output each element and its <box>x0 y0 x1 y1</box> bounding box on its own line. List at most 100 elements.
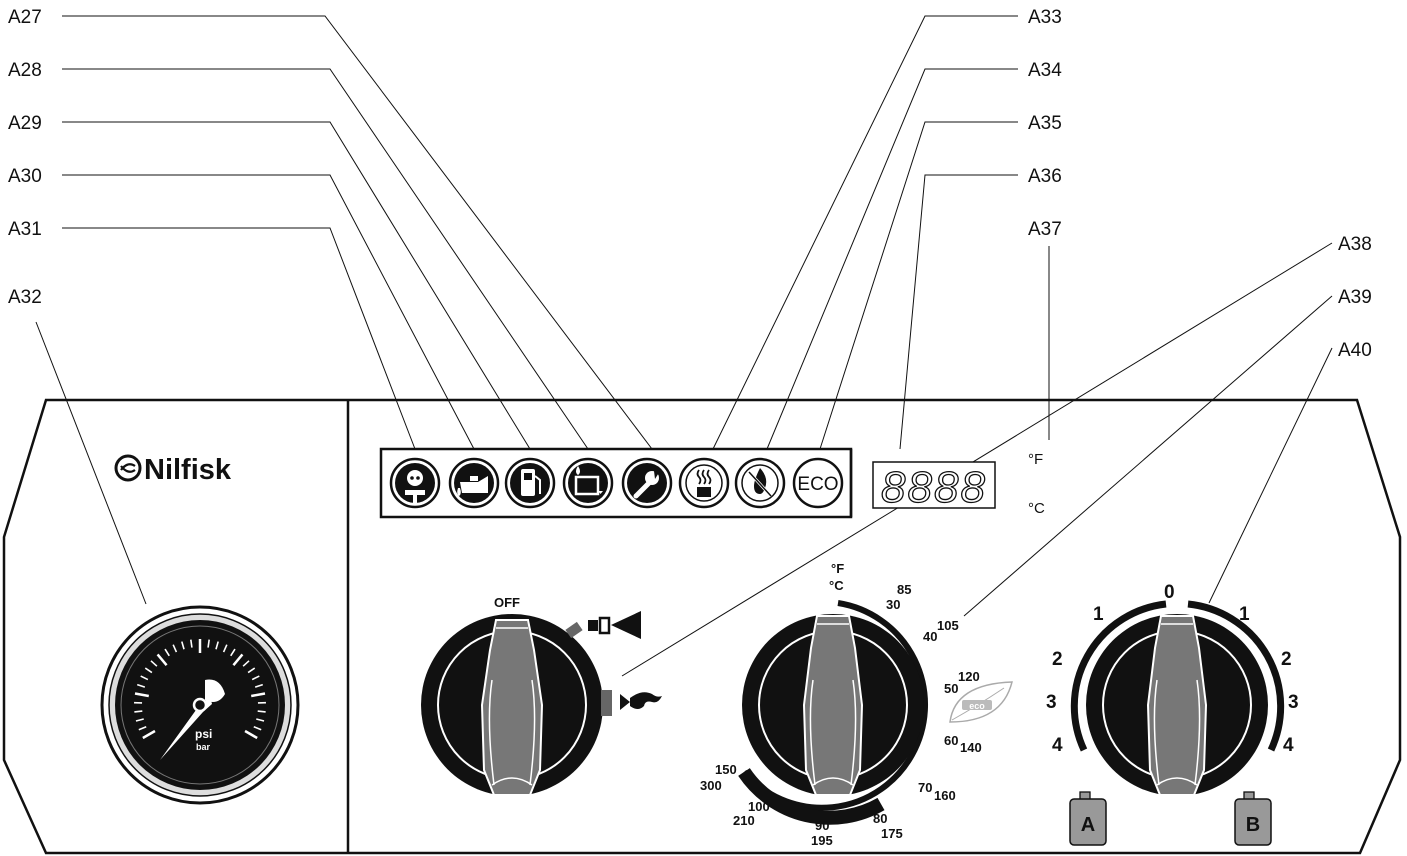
temperature-knob[interactable]: °F °C 30 85 40 105 50 120 60 140 70 160 … <box>700 561 1013 848</box>
indicator-strip: ECO 8888 °F °C <box>379 447 1045 519</box>
callout-a34: A34 <box>1028 60 1062 81</box>
gauge-ticks <box>134 639 266 740</box>
tank-a-label: A <box>1081 814 1095 836</box>
leader-a34 <box>766 68 1018 450</box>
callout-a35: A35 <box>1028 113 1062 134</box>
callout-a38: A38 <box>1338 234 1372 255</box>
tank-a-icon: A <box>1069 791 1107 846</box>
leader-a39 <box>963 295 1333 617</box>
display-digits: 8888 <box>881 463 987 512</box>
detergent-right-2: 2 <box>1281 649 1292 670</box>
gauge-tick <box>257 710 266 713</box>
leader-a32 <box>35 321 147 605</box>
tank-b-label: B <box>1246 814 1260 836</box>
leader-a35 <box>819 121 1018 450</box>
callout-a27: A27 <box>8 7 42 28</box>
temp-scale-90c: 90 <box>815 818 829 833</box>
eco-leaf-icon: eco <box>949 681 1013 723</box>
oil-can-icon <box>448 457 500 509</box>
gauge-tick <box>181 641 185 650</box>
detergent-left-4: 4 <box>1052 735 1063 756</box>
gauge-tick <box>244 729 258 740</box>
detergent-left-2: 2 <box>1052 649 1063 670</box>
gauge-tick <box>222 644 228 653</box>
temp-scale-70c: 70 <box>918 780 932 795</box>
brand-logo: Nilfisk <box>114 454 232 486</box>
brand-mark-icon <box>114 454 142 482</box>
tank-b-icon: B <box>1234 791 1272 846</box>
gauge-tick <box>230 648 236 657</box>
heating-element-icon <box>678 457 730 509</box>
callout-a39: A39 <box>1338 287 1372 308</box>
wrench-service-icon <box>621 457 673 509</box>
tank-refill-icon <box>562 457 614 509</box>
mode-selector-knob[interactable]: OFF <box>421 595 662 796</box>
detergent-right-1: 1 <box>1239 604 1250 625</box>
leader-a38 <box>621 242 1333 677</box>
callout-a31: A31 <box>8 219 42 240</box>
gauge-unit-psi: psi <box>195 727 212 741</box>
gauge-tick <box>256 718 265 722</box>
cold-water-mode-icon <box>588 611 641 639</box>
gauge-tick <box>136 683 146 688</box>
fuel-pump-icon <box>504 457 556 509</box>
digital-display <box>872 461 996 509</box>
hot-water-flame-icon <box>620 692 662 710</box>
temp-scale-50c: 50 <box>944 681 958 696</box>
detergent-left-1: 1 <box>1093 604 1104 625</box>
temp-scale-175f: 175 <box>881 826 903 841</box>
temp-scale-labels: 30 85 40 105 50 120 60 140 70 160 80 175… <box>700 582 982 848</box>
gauge-tick <box>164 648 170 657</box>
display-unit-f: °F <box>1028 451 1043 468</box>
detergent-left-3: 3 <box>1046 692 1057 713</box>
leader-a30 <box>62 174 475 450</box>
detergent-zero: 0 <box>1164 582 1175 603</box>
leader-a33 <box>712 15 1018 450</box>
detergent-scale-left <box>1070 600 1167 752</box>
gauge-tick <box>232 653 244 666</box>
eco-mode-indicator: ECO <box>792 457 844 509</box>
gauge-tick <box>207 639 210 648</box>
gauge-unit-bar: bar <box>196 742 211 752</box>
callout-a30: A30 <box>8 166 42 187</box>
callout-a33: A33 <box>1028 7 1062 28</box>
gauge-tick <box>150 660 158 667</box>
temp-scale-40c: 40 <box>923 629 937 644</box>
temp-scale-60c: 60 <box>944 733 958 748</box>
temp-scale-160f: 160 <box>934 788 956 803</box>
brand-name: Nilfisk <box>144 454 232 486</box>
gauge-tick <box>134 710 143 713</box>
leader-a36 <box>899 174 1018 450</box>
temp-unit-f: °F <box>831 561 844 576</box>
callout-a37: A37 <box>1028 219 1062 240</box>
callouts-right: A33 A34 A35 A36 A37 A38 A39 A40 <box>1028 7 1372 361</box>
temp-scale-80c: 80 <box>873 811 887 826</box>
eco-label: ECO <box>797 474 838 495</box>
temp-scale-195f: 195 <box>811 833 833 848</box>
display-unit-c: °C <box>1028 500 1045 517</box>
temp-scale-120f: 120 <box>958 669 980 684</box>
detergent-knob[interactable]: 0 1 2 3 4 1 2 3 4 A B <box>1046 582 1299 846</box>
temp-scale-140f: 140 <box>960 740 982 755</box>
gauge-tick <box>251 675 260 681</box>
leader-a40 <box>1208 347 1333 604</box>
callout-a32: A32 <box>8 287 42 308</box>
callout-a28: A28 <box>8 60 42 81</box>
temp-scale-100c: 100 <box>748 799 770 814</box>
temp-scale-85f: 85 <box>897 582 911 597</box>
detergent-right-3: 3 <box>1288 692 1299 713</box>
gauge-tick <box>156 653 168 666</box>
leader-a29 <box>62 121 531 450</box>
gauge-tick <box>135 718 144 722</box>
temp-scale-210f: 210 <box>733 813 755 828</box>
temp-unit-c: °C <box>829 578 844 593</box>
callout-a40: A40 <box>1338 340 1372 361</box>
gauge-tick <box>144 667 153 674</box>
eco-leaf-label: eco <box>969 701 985 711</box>
gauge-tick <box>190 639 193 648</box>
temp-scale-300f: 300 <box>700 778 722 793</box>
detergent-scale-right <box>1187 600 1285 752</box>
callout-a36: A36 <box>1028 166 1062 187</box>
temp-scale-ring <box>741 600 928 811</box>
